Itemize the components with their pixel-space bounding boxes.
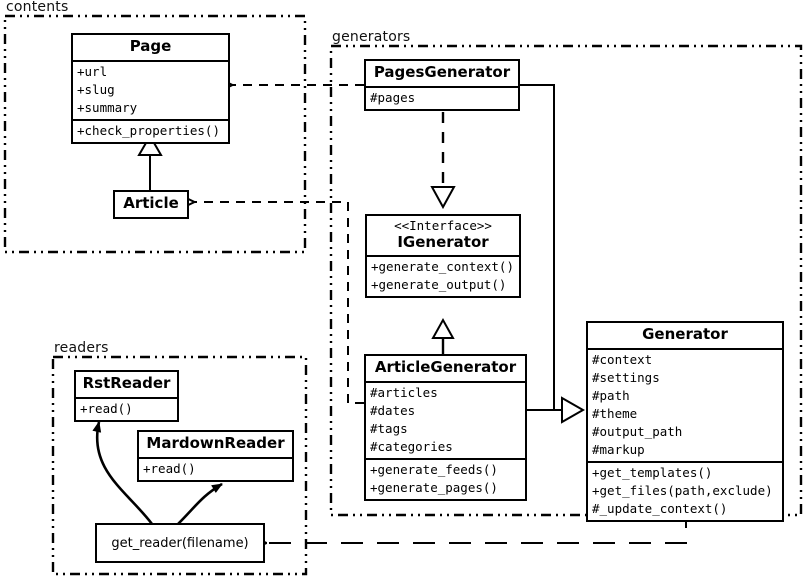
relationship-getreader-to-rstreader <box>92 421 154 525</box>
class-attributes-generator: #context #settings #path #theme #output_… <box>588 347 782 461</box>
attribute-settings: #settings <box>592 369 660 385</box>
attribute-categories: #categories <box>370 438 453 454</box>
relationship-articlegenerator-to-igenerator <box>431 317 455 355</box>
operation-get-files: +get_files(path,exclude) <box>592 482 773 498</box>
class-name-page: Page <box>129 37 172 55</box>
class-box-article[interactable]: Article <box>113 190 189 219</box>
operation-generate-output: +generate_output() <box>371 277 507 293</box>
operation-update-context: #_update_context() <box>592 500 728 516</box>
class-name-mardown-reader: MardownReader <box>146 434 285 452</box>
class-box-page[interactable]: Page +url +slug +summary +check_properti… <box>71 33 230 144</box>
attribute-tags: #tags <box>370 420 408 436</box>
relationship-generators-to-generator <box>519 84 586 424</box>
function-label-get-reader: get_reader(filename) <box>111 535 249 551</box>
package-label-contents: contents <box>6 0 69 15</box>
attribute-path: #path <box>592 387 630 403</box>
class-box-article-generator[interactable]: ArticleGenerator #articles #dates #tags … <box>364 354 527 501</box>
class-attributes-page: +url +slug +summary <box>73 59 228 119</box>
operation-generate-pages: +generate_pages() <box>370 479 498 495</box>
operation-read-mardown: +read() <box>143 460 196 476</box>
attribute-slug: +slug <box>77 81 115 97</box>
attribute-theme: #theme <box>592 405 638 421</box>
relationship-articlegenerator-to-article <box>194 202 364 404</box>
class-box-igenerator[interactable]: <<Interface>> IGenerator +generate_conte… <box>365 214 521 299</box>
class-name-igenerator: <<Interface>> IGenerator <box>367 216 519 255</box>
attribute-articles: #articles <box>370 384 438 400</box>
attribute-url: +url <box>77 63 108 79</box>
operation-generate-context: +generate_context() <box>371 259 514 275</box>
package-frame-generators <box>329 44 803 517</box>
function-box-get-reader[interactable]: get_reader(filename) <box>95 523 265 563</box>
attribute-summary: +summary <box>77 99 138 115</box>
relationship-getreader-to-mardownreader <box>177 482 223 525</box>
operation-read-rst: +read() <box>80 400 133 416</box>
class-attributes-pages-generator: #pages <box>366 85 518 109</box>
attribute-context: #context <box>592 351 653 367</box>
class-box-rst-reader[interactable]: RstReader +read() <box>74 370 179 422</box>
class-name-article: Article <box>123 194 179 212</box>
attribute-dates: #dates <box>370 402 416 418</box>
class-box-generator[interactable]: Generator #context #settings #path #them… <box>586 321 784 522</box>
package-label-generators: generators <box>332 29 411 45</box>
class-name-generator: Generator <box>642 325 728 343</box>
package-frame-readers <box>51 355 308 576</box>
attribute-output-path: #output_path <box>592 423 683 439</box>
class-operations-igenerator: +generate_context() +generate_output() <box>367 255 519 296</box>
attribute-markup: #markup <box>592 441 645 457</box>
class-attributes-article-generator: #articles #dates #tags #categories <box>366 380 525 458</box>
class-box-pages-generator[interactable]: PagesGenerator #pages <box>364 59 520 111</box>
attribute-pages: #pages <box>370 89 416 105</box>
operation-check-properties: +check_properties() <box>77 122 220 138</box>
class-operations-rst-reader: +read() <box>76 396 177 420</box>
class-name-igenerator-text: IGenerator <box>397 232 489 251</box>
operation-get-templates: +get_templates() <box>592 464 713 480</box>
class-operations-mardown-reader: +read() <box>139 456 292 480</box>
class-stereotype-igenerator: <<Interface>> <box>394 218 492 233</box>
class-name-article-generator: ArticleGenerator <box>374 358 517 376</box>
package-label-readers: readers <box>54 340 109 356</box>
class-operations-page: +check_properties() <box>73 118 228 142</box>
class-operations-article-generator: +generate_feeds() +generate_pages() <box>366 457 525 499</box>
relationship-article-to-page <box>137 134 163 190</box>
class-box-mardown-reader[interactable]: MardownReader +read() <box>137 430 294 482</box>
package-frame-contents <box>3 14 307 254</box>
class-name-rst-reader: RstReader <box>82 374 171 392</box>
relationship-pagesgenerator-to-igenerator <box>430 112 456 210</box>
class-operations-generator: +get_templates() +get_files(path,exclude… <box>588 460 782 520</box>
operation-generate-feeds: +generate_feeds() <box>370 461 498 477</box>
class-name-pages-generator: PagesGenerator <box>373 63 511 81</box>
